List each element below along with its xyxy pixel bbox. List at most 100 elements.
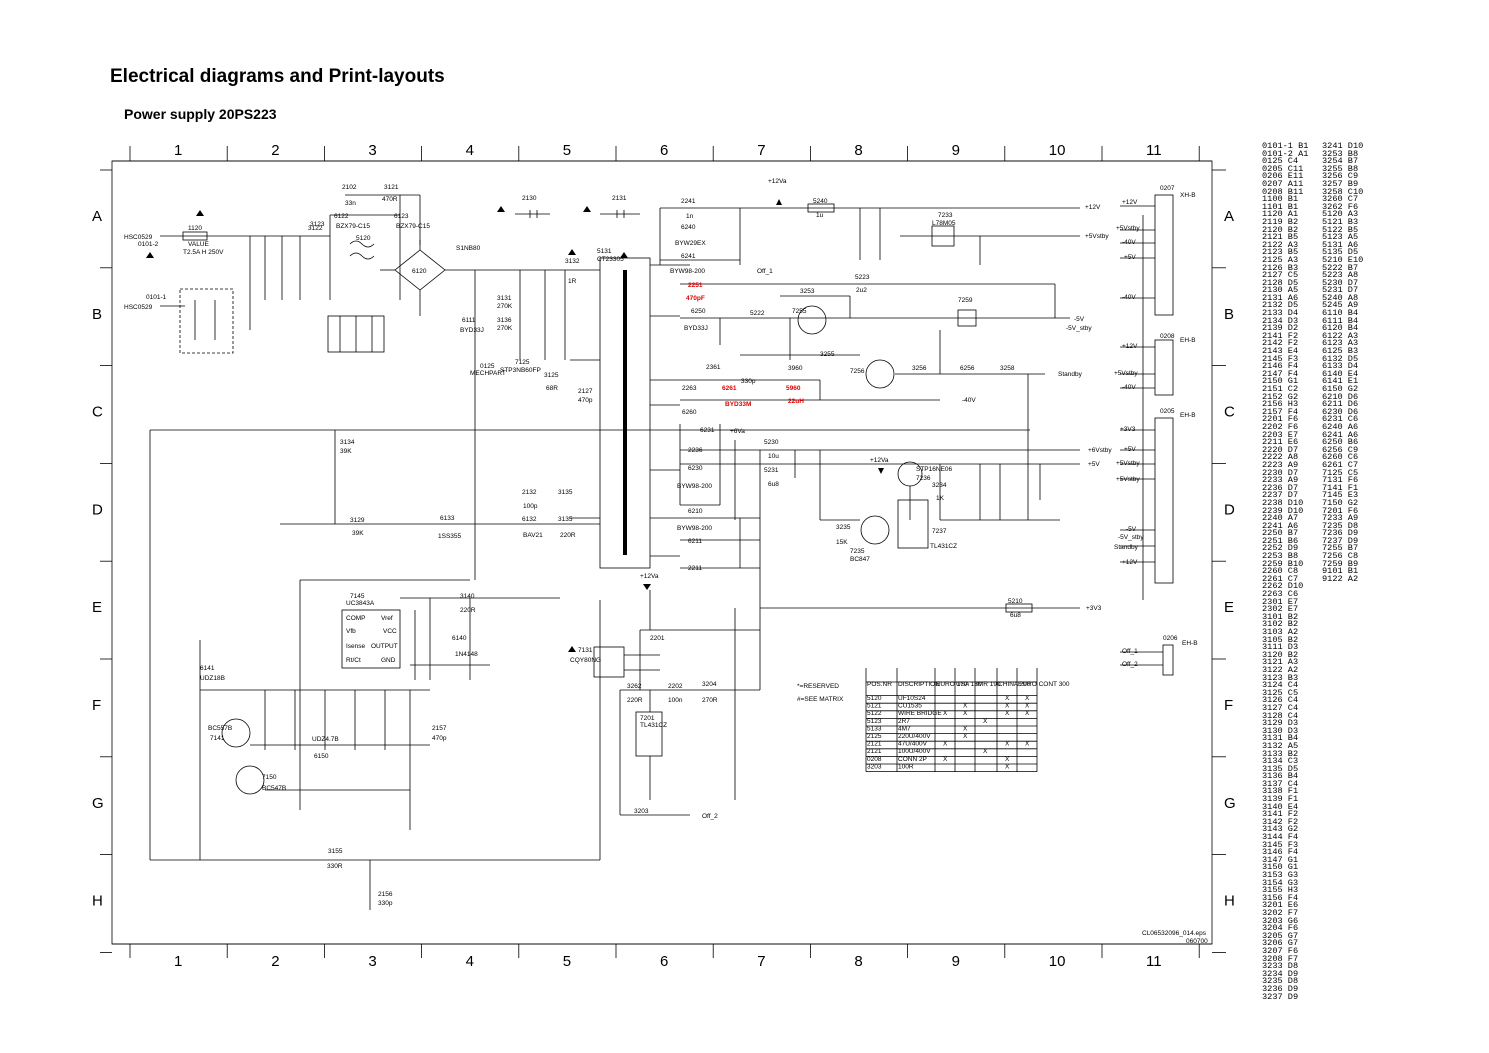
label-r3136: 3136 [497,317,512,324]
label-12va-e: +12Va [640,573,659,580]
index-entry: 2211 E6 [1262,437,1299,448]
matrix-cell: X [1025,710,1030,717]
index-entry: 2131 A6 [1262,292,1299,303]
label-m40v-pin-a: -40V [1122,239,1136,246]
grid-column-3-bottom: 3 [368,953,376,970]
label-d6240: 6240 [681,224,696,231]
index-entry: 6150 G2 [1322,384,1359,394]
label-d6141: 6141 [200,665,215,672]
file-date: 060700 [1186,938,1208,945]
label-off2-pin: Off_2 [1122,661,1138,668]
index-entry: 2145 F3 [1262,353,1299,364]
index-entry: 3205 G7 [1262,930,1299,941]
index-entry: 3153 G3 [1262,870,1299,880]
label-12va-d: +12Va [870,457,889,464]
index-entry: 3201 E6 [1262,900,1299,911]
grid-row-H-left: H [92,893,103,910]
index-entry: 2157 F4 [1262,406,1299,417]
matrix-cell: 47U/400V [898,741,928,748]
label-r3258: 3258 [1000,365,1015,372]
connector-0206 [1162,644,1174,676]
index-entry: 2222 A8 [1262,452,1299,463]
label-d6241: 6241 [681,253,696,260]
label-r3129: 3129 [350,517,365,524]
label-5v-pin-a: +5V [1124,254,1136,261]
label-d6210-value: BYW98-200 [677,525,712,532]
index-entry: 2260 C8 [1262,566,1299,577]
index-entry: 6133 D4 [1322,361,1359,372]
index-entry: 2139 D2 [1262,323,1299,334]
label-c2361-value: 330p [741,378,756,385]
label-r3131: 3131 [497,295,512,302]
index-entry: 2150 G1 [1262,376,1299,387]
matrix-cell: 5122 [867,710,882,717]
grid-column-11-top: 11 [1146,142,1162,159]
label-standby-pin-d: Standby [1114,544,1139,551]
index-entry: 7237 D9 [1322,535,1359,546]
index-entry: 3237 D9 [1262,991,1299,1002]
index-entry: 2151 C2 [1262,384,1299,394]
index-entry: 0206 E11 [1262,171,1304,182]
label-3v3-out: +3V3 [1086,605,1102,612]
index-entry: 3146 F4 [1262,847,1299,858]
index-entry: 2121 B5 [1262,232,1299,243]
index-entry: 3206 G7 [1262,938,1299,949]
index-entry: 2237 D7 [1262,490,1299,501]
index-entry: 3138 F1 [1262,786,1299,797]
label-r3255: 3255 [820,351,835,358]
grid-column-4-bottom: 4 [466,953,474,970]
matrix-cell: CONN 2P [898,756,927,763]
index-entry: 3125 C5 [1262,687,1299,698]
index-entry: 6231 C6 [1322,414,1359,425]
index-entry: 2202 F6 [1262,421,1299,432]
index-entry: 2147 F4 [1262,368,1299,379]
grid-column-4-top: 4 [466,142,474,159]
matrix-cell: 4M7 [898,725,911,732]
index-entry: 6261 C7 [1322,459,1359,470]
index-entry: 0205 C11 [1262,163,1304,174]
index-entry: 7141 F1 [1322,482,1359,493]
grid-row-G-left: G [92,795,104,812]
index-entry: 6110 B4 [1322,308,1359,319]
label-r3122: 3122 [308,225,323,232]
grid-column-8-top: 8 [854,142,862,159]
matrix-cell: X [1005,763,1010,770]
index-entry: 2251 B6 [1262,535,1299,546]
index-entry: 3123 B3 [1262,672,1299,683]
index-entry: 6125 B3 [1322,346,1359,357]
matrix-header-cell: DISCRIPTION [898,681,940,688]
matrix-cell: X [1005,695,1010,702]
index-entry: 2253 B8 [1262,551,1299,562]
label-q7141: 7141 [210,735,225,742]
label-r3132-value: 1R [568,278,577,285]
index-entry: 3133 B2 [1262,748,1299,759]
matrix-cell: X [1025,695,1030,702]
index-entry: 2152 G2 [1262,391,1299,402]
matrix-cell: X [983,718,988,725]
index-entry: 6122 A3 [1322,330,1359,341]
label-m5v-pin-d: -5V [1126,526,1137,533]
index-entry: 7125 C5 [1322,467,1359,478]
label-see-matrix: #=SEE MATRIX [797,696,844,703]
index-entry: 3253 B8 [1322,148,1359,159]
index-entry: 3147 G1 [1262,854,1299,865]
index-entry: 3127 C4 [1262,702,1299,713]
index-entry: 2252 D9 [1262,543,1299,554]
label-l5230-value: 10u [768,453,779,460]
matrix-cell: X [1005,703,1010,710]
index-entry: 6256 C9 [1322,444,1359,455]
label-l5223-value: 2u2 [856,287,867,294]
label-r3121: 3121 [384,184,399,191]
matrix-cell: X [963,703,968,710]
index-entry: 5131 A6 [1322,239,1359,250]
index-entry: 2240 A7 [1262,513,1299,524]
grid-column-1-bottom: 1 [174,953,182,970]
index-entry: 2125 A3 [1262,254,1299,265]
label-c2236: 2236 [688,447,703,454]
label-l5210-value: 6u8 [1010,612,1021,619]
ic-7201 [635,711,663,757]
grid-column-9-top: 9 [952,142,960,159]
label-fuse-rating: T2.5A H 250V [183,249,224,256]
